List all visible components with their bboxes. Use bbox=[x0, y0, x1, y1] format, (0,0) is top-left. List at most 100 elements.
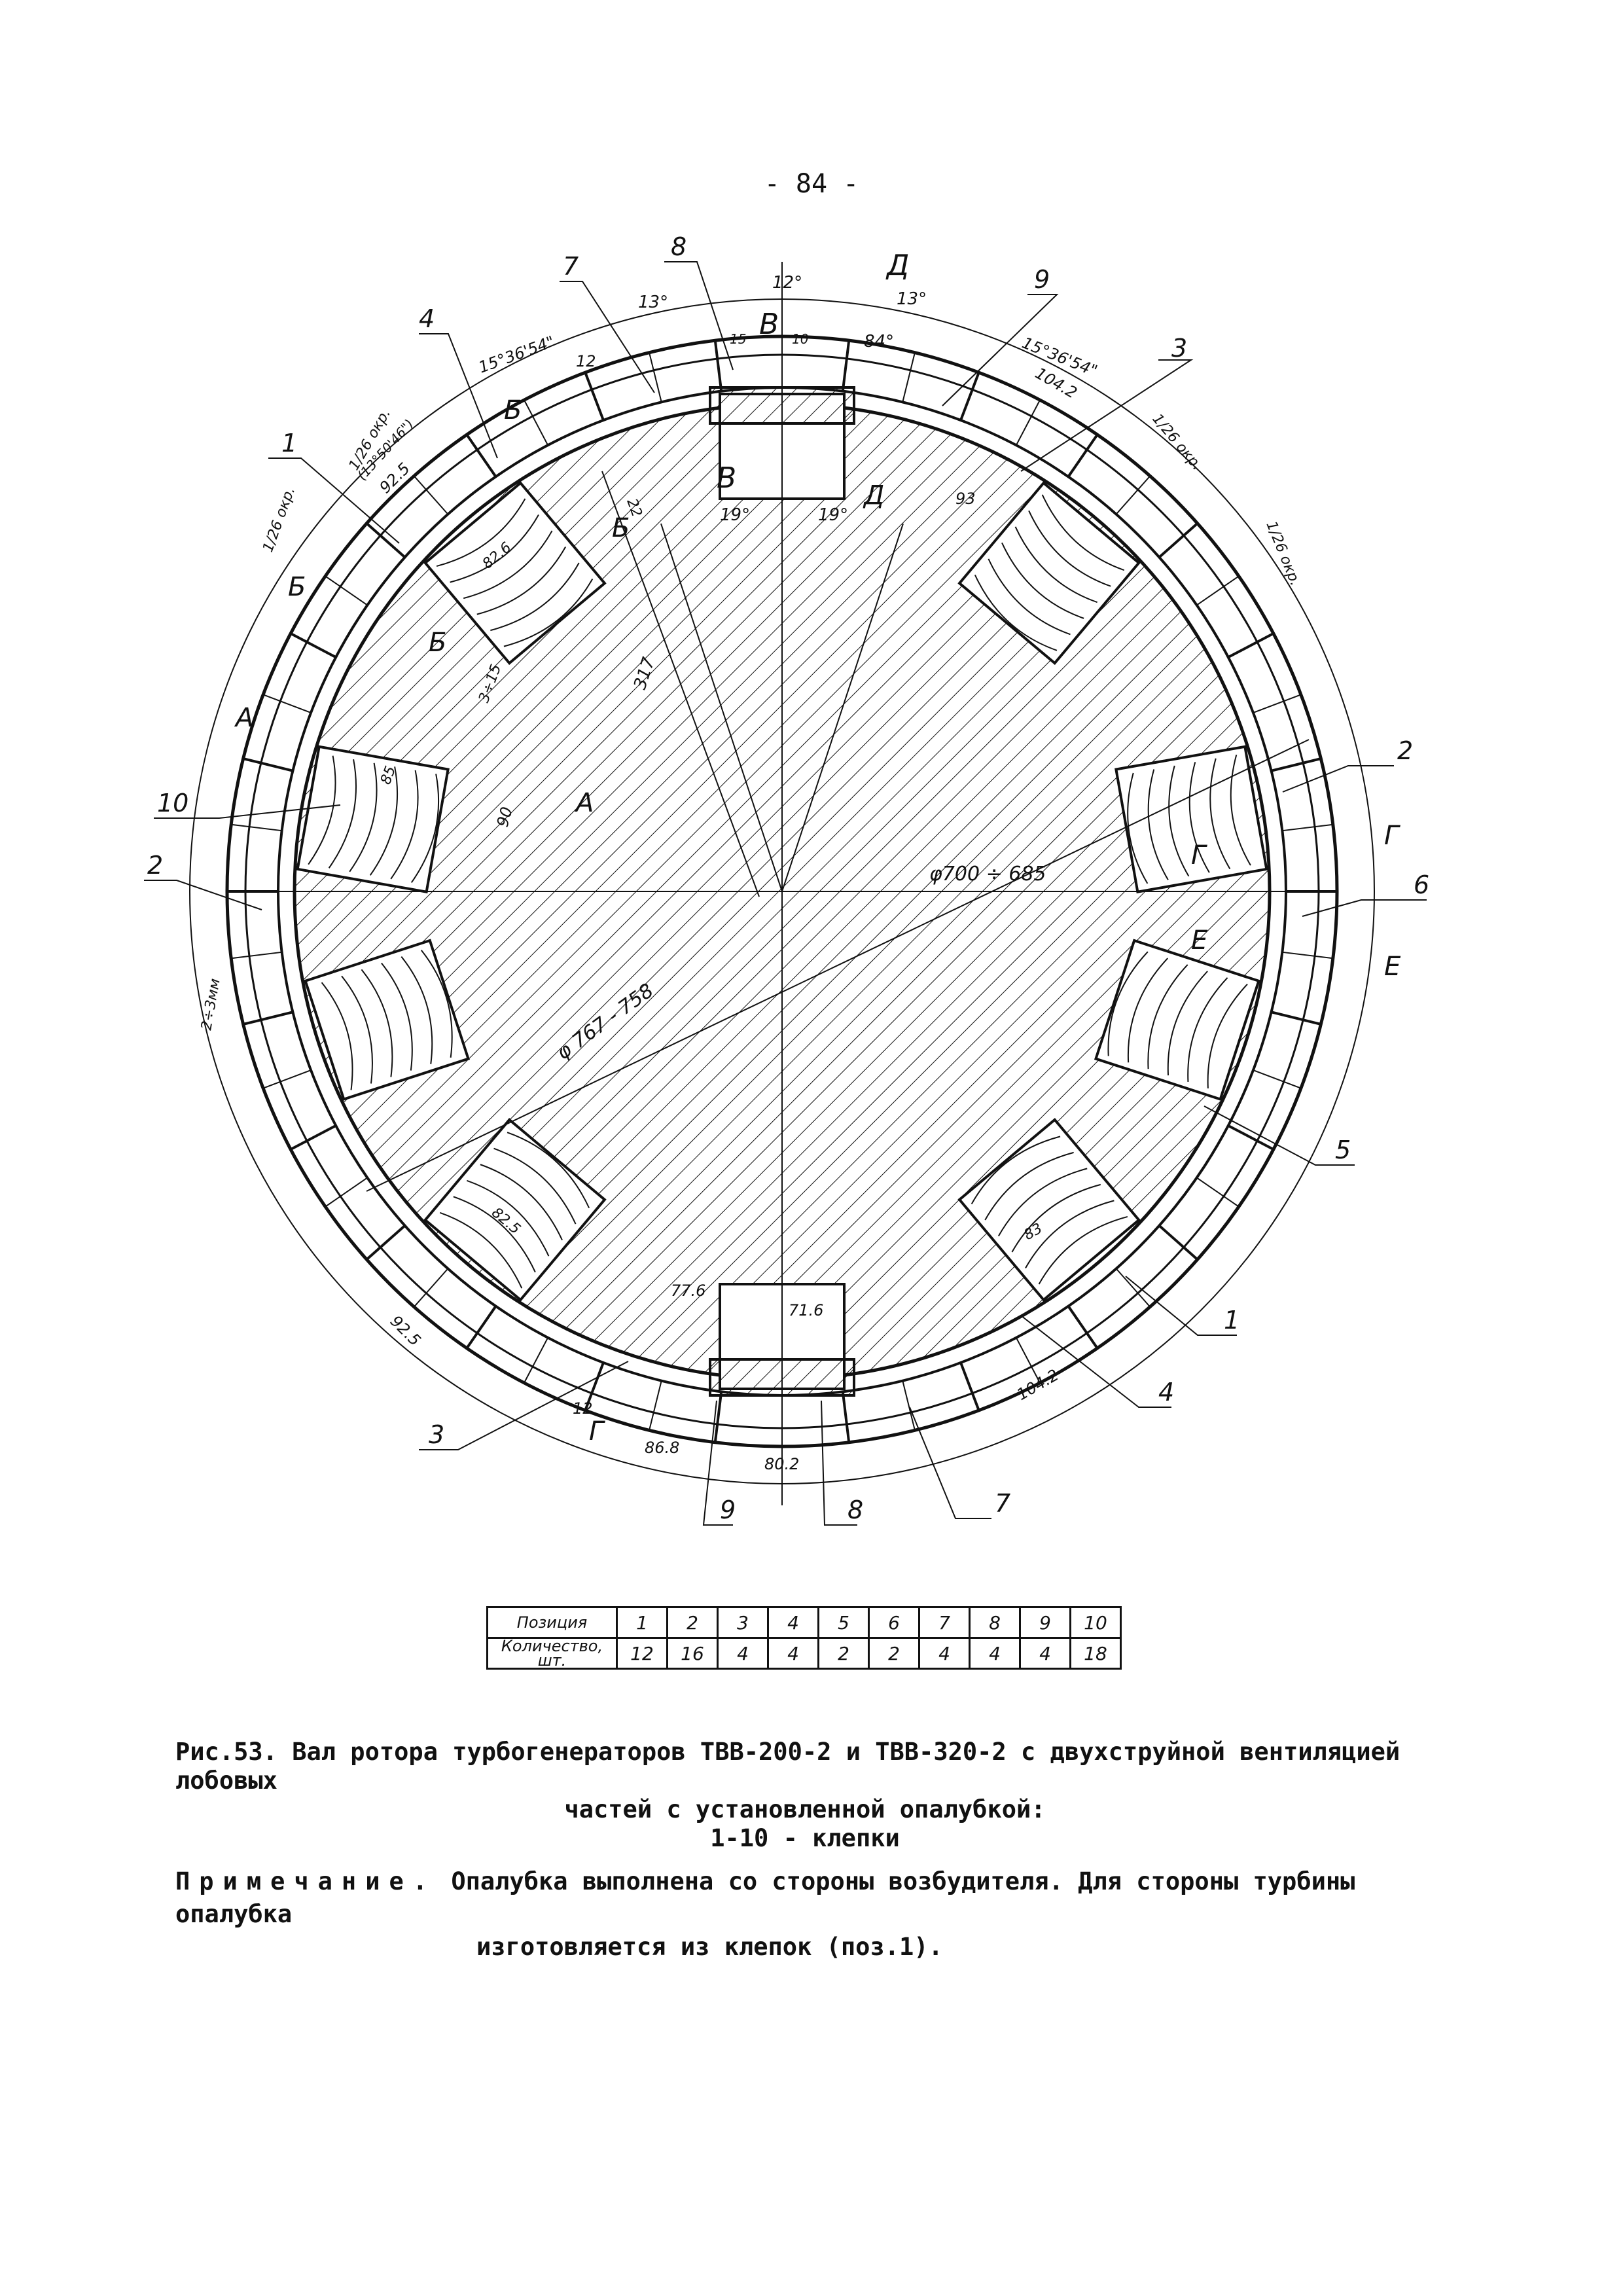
table-cell-position: 3 bbox=[717, 1606, 769, 1639]
section-mark-d-mid: Д bbox=[863, 480, 884, 511]
section-mark-a-top: А bbox=[234, 703, 253, 733]
table-cell-quantity: 4 bbox=[767, 1637, 819, 1670]
leader-lines bbox=[144, 261, 1427, 1526]
section-mark-b-left2: Б bbox=[612, 513, 630, 543]
stave-divider bbox=[262, 1069, 312, 1089]
stave-divider bbox=[524, 1337, 549, 1384]
callout-9-top: 9 bbox=[1034, 265, 1050, 294]
stave-divider bbox=[1282, 951, 1333, 960]
stave-divider bbox=[1227, 1124, 1274, 1151]
section-mark-b-mid: В bbox=[717, 461, 736, 495]
stave-divider bbox=[1015, 1337, 1041, 1384]
dim-angle-12: 12° bbox=[772, 273, 802, 293]
note-text-1: Опалубка выполнена со стороны возбудител… bbox=[175, 1867, 1355, 1928]
note: Примечание. Опалубка выполнена со сторон… bbox=[175, 1865, 1484, 1964]
stave-divider bbox=[262, 694, 312, 713]
stave-divider bbox=[524, 399, 549, 446]
dim-80-2: 80.2 bbox=[764, 1455, 799, 1473]
stave-divider bbox=[325, 1177, 368, 1208]
table-cell-quantity: 4 bbox=[969, 1637, 1021, 1670]
table-cell-position: 1 bbox=[616, 1606, 668, 1639]
section-mark-e-right2: Е bbox=[1384, 952, 1401, 982]
caption-line-3: 1-10 - клепки bbox=[710, 1824, 900, 1852]
dim-angle-19-left: 19° bbox=[720, 505, 750, 525]
callout-6: 6 bbox=[1414, 870, 1429, 899]
stave-divider bbox=[1067, 433, 1099, 478]
section-mark-a-bottom: А bbox=[574, 788, 594, 818]
stave-divider bbox=[325, 575, 368, 606]
callout-2-left: 2 bbox=[147, 851, 163, 880]
stave-divider bbox=[243, 1011, 293, 1026]
stave-divider bbox=[1158, 522, 1199, 558]
stave-divider bbox=[365, 1225, 406, 1261]
table-cell-position: 5 bbox=[817, 1606, 870, 1639]
callout-5: 5 bbox=[1335, 1136, 1351, 1164]
callout-4-bottom: 4 bbox=[1158, 1378, 1174, 1407]
callout-3-bottom: 3 bbox=[429, 1420, 444, 1449]
section-mark-g-right2: Г bbox=[1384, 821, 1400, 851]
dim-angle-84: 84° bbox=[864, 332, 894, 351]
dim-92-5-bottom: 92.5 bbox=[387, 1312, 425, 1350]
dim-angle-19-right: 19° bbox=[818, 505, 848, 525]
stave-divider bbox=[841, 1391, 851, 1443]
section-mark-g-right1: Г bbox=[1191, 840, 1207, 870]
stave-divider bbox=[959, 1362, 980, 1411]
callout-4-top: 4 bbox=[419, 304, 435, 333]
dim-angle-15-36-54-right: 15°36'54" bbox=[1020, 334, 1100, 380]
winding-pocket bbox=[423, 1117, 607, 1302]
radius-line bbox=[601, 471, 760, 897]
note-line-2: изготовляется из клепок (поз.1). bbox=[476, 1933, 943, 1961]
stave-divider bbox=[584, 372, 605, 421]
stave-divider bbox=[1115, 1268, 1151, 1308]
table-cell-quantity: 12 bbox=[616, 1637, 668, 1670]
winding-pocket bbox=[296, 745, 450, 893]
callout-1-right: 1 bbox=[1224, 1306, 1240, 1335]
dim-2-3mm: 2÷3мм bbox=[198, 977, 223, 1031]
position-quantity-table: Позиция 1 2 3 4 5 6 7 8 9 10 Количество,… bbox=[486, 1606, 1122, 1670]
table-header-quantity-a: Количество, bbox=[501, 1637, 603, 1655]
stave-divider bbox=[1067, 1305, 1099, 1350]
dim-angle-15-36-54-left: 15°36'54" bbox=[476, 332, 557, 377]
table-cell-position: 6 bbox=[868, 1606, 920, 1639]
caption-line-1: Рис.53. Вал ротора турбогенераторов ТВВ-… bbox=[175, 1738, 1400, 1795]
dim-shaft-diameter: φ700 ÷ 685 bbox=[929, 863, 1046, 886]
table-cell-position: 10 bbox=[1069, 1606, 1122, 1639]
dim-77-6: 77.6 bbox=[671, 1282, 705, 1300]
callout-2-right: 2 bbox=[1397, 736, 1413, 765]
stave-divider bbox=[413, 475, 449, 515]
stave-divider bbox=[713, 340, 723, 391]
table-cell-quantity: 18 bbox=[1069, 1637, 1122, 1670]
stave-divider bbox=[1196, 575, 1240, 606]
section-mark-b-left1: Б bbox=[504, 395, 522, 425]
stave-divider bbox=[1115, 475, 1151, 515]
diameter-line bbox=[366, 739, 1310, 1192]
stave-divider bbox=[1253, 1069, 1302, 1089]
dim-12-top: 12 bbox=[576, 352, 596, 370]
stave-divider bbox=[1196, 1177, 1240, 1208]
caption-line-2: частей с установленной опалубкой: bbox=[564, 1795, 1046, 1823]
stave-divider bbox=[1015, 399, 1041, 446]
stave-divider bbox=[1227, 632, 1274, 658]
section-mark-b-top: В bbox=[759, 308, 779, 341]
stave-divider bbox=[584, 1362, 605, 1411]
stave-divider bbox=[465, 1305, 497, 1350]
stave-divider bbox=[902, 352, 916, 403]
winding-pocket bbox=[304, 939, 471, 1101]
winding-pockets bbox=[296, 481, 1268, 1302]
callout-1-left: 1 bbox=[281, 429, 297, 457]
stave-divider bbox=[231, 951, 282, 960]
angle-line-right bbox=[781, 523, 904, 892]
stave-divider bbox=[649, 352, 662, 403]
winding-pocket bbox=[957, 1117, 1141, 1302]
table-row-quantities: Количество,шт. 12 16 4 4 2 2 4 4 4 18 bbox=[486, 1637, 1122, 1670]
callout-7-bottom: 7 bbox=[995, 1489, 1010, 1518]
table-cell-position: 4 bbox=[767, 1606, 819, 1639]
stave-divider bbox=[465, 433, 497, 478]
stave-divider bbox=[365, 522, 406, 558]
table-cell-quantity: 4 bbox=[918, 1637, 971, 1670]
stave-divider bbox=[1271, 757, 1321, 772]
stave-divider bbox=[1282, 823, 1333, 832]
winding-pocket bbox=[957, 481, 1141, 666]
section-mark-g-bottom: Г bbox=[589, 1416, 605, 1446]
table-cell-position: 2 bbox=[666, 1606, 719, 1639]
